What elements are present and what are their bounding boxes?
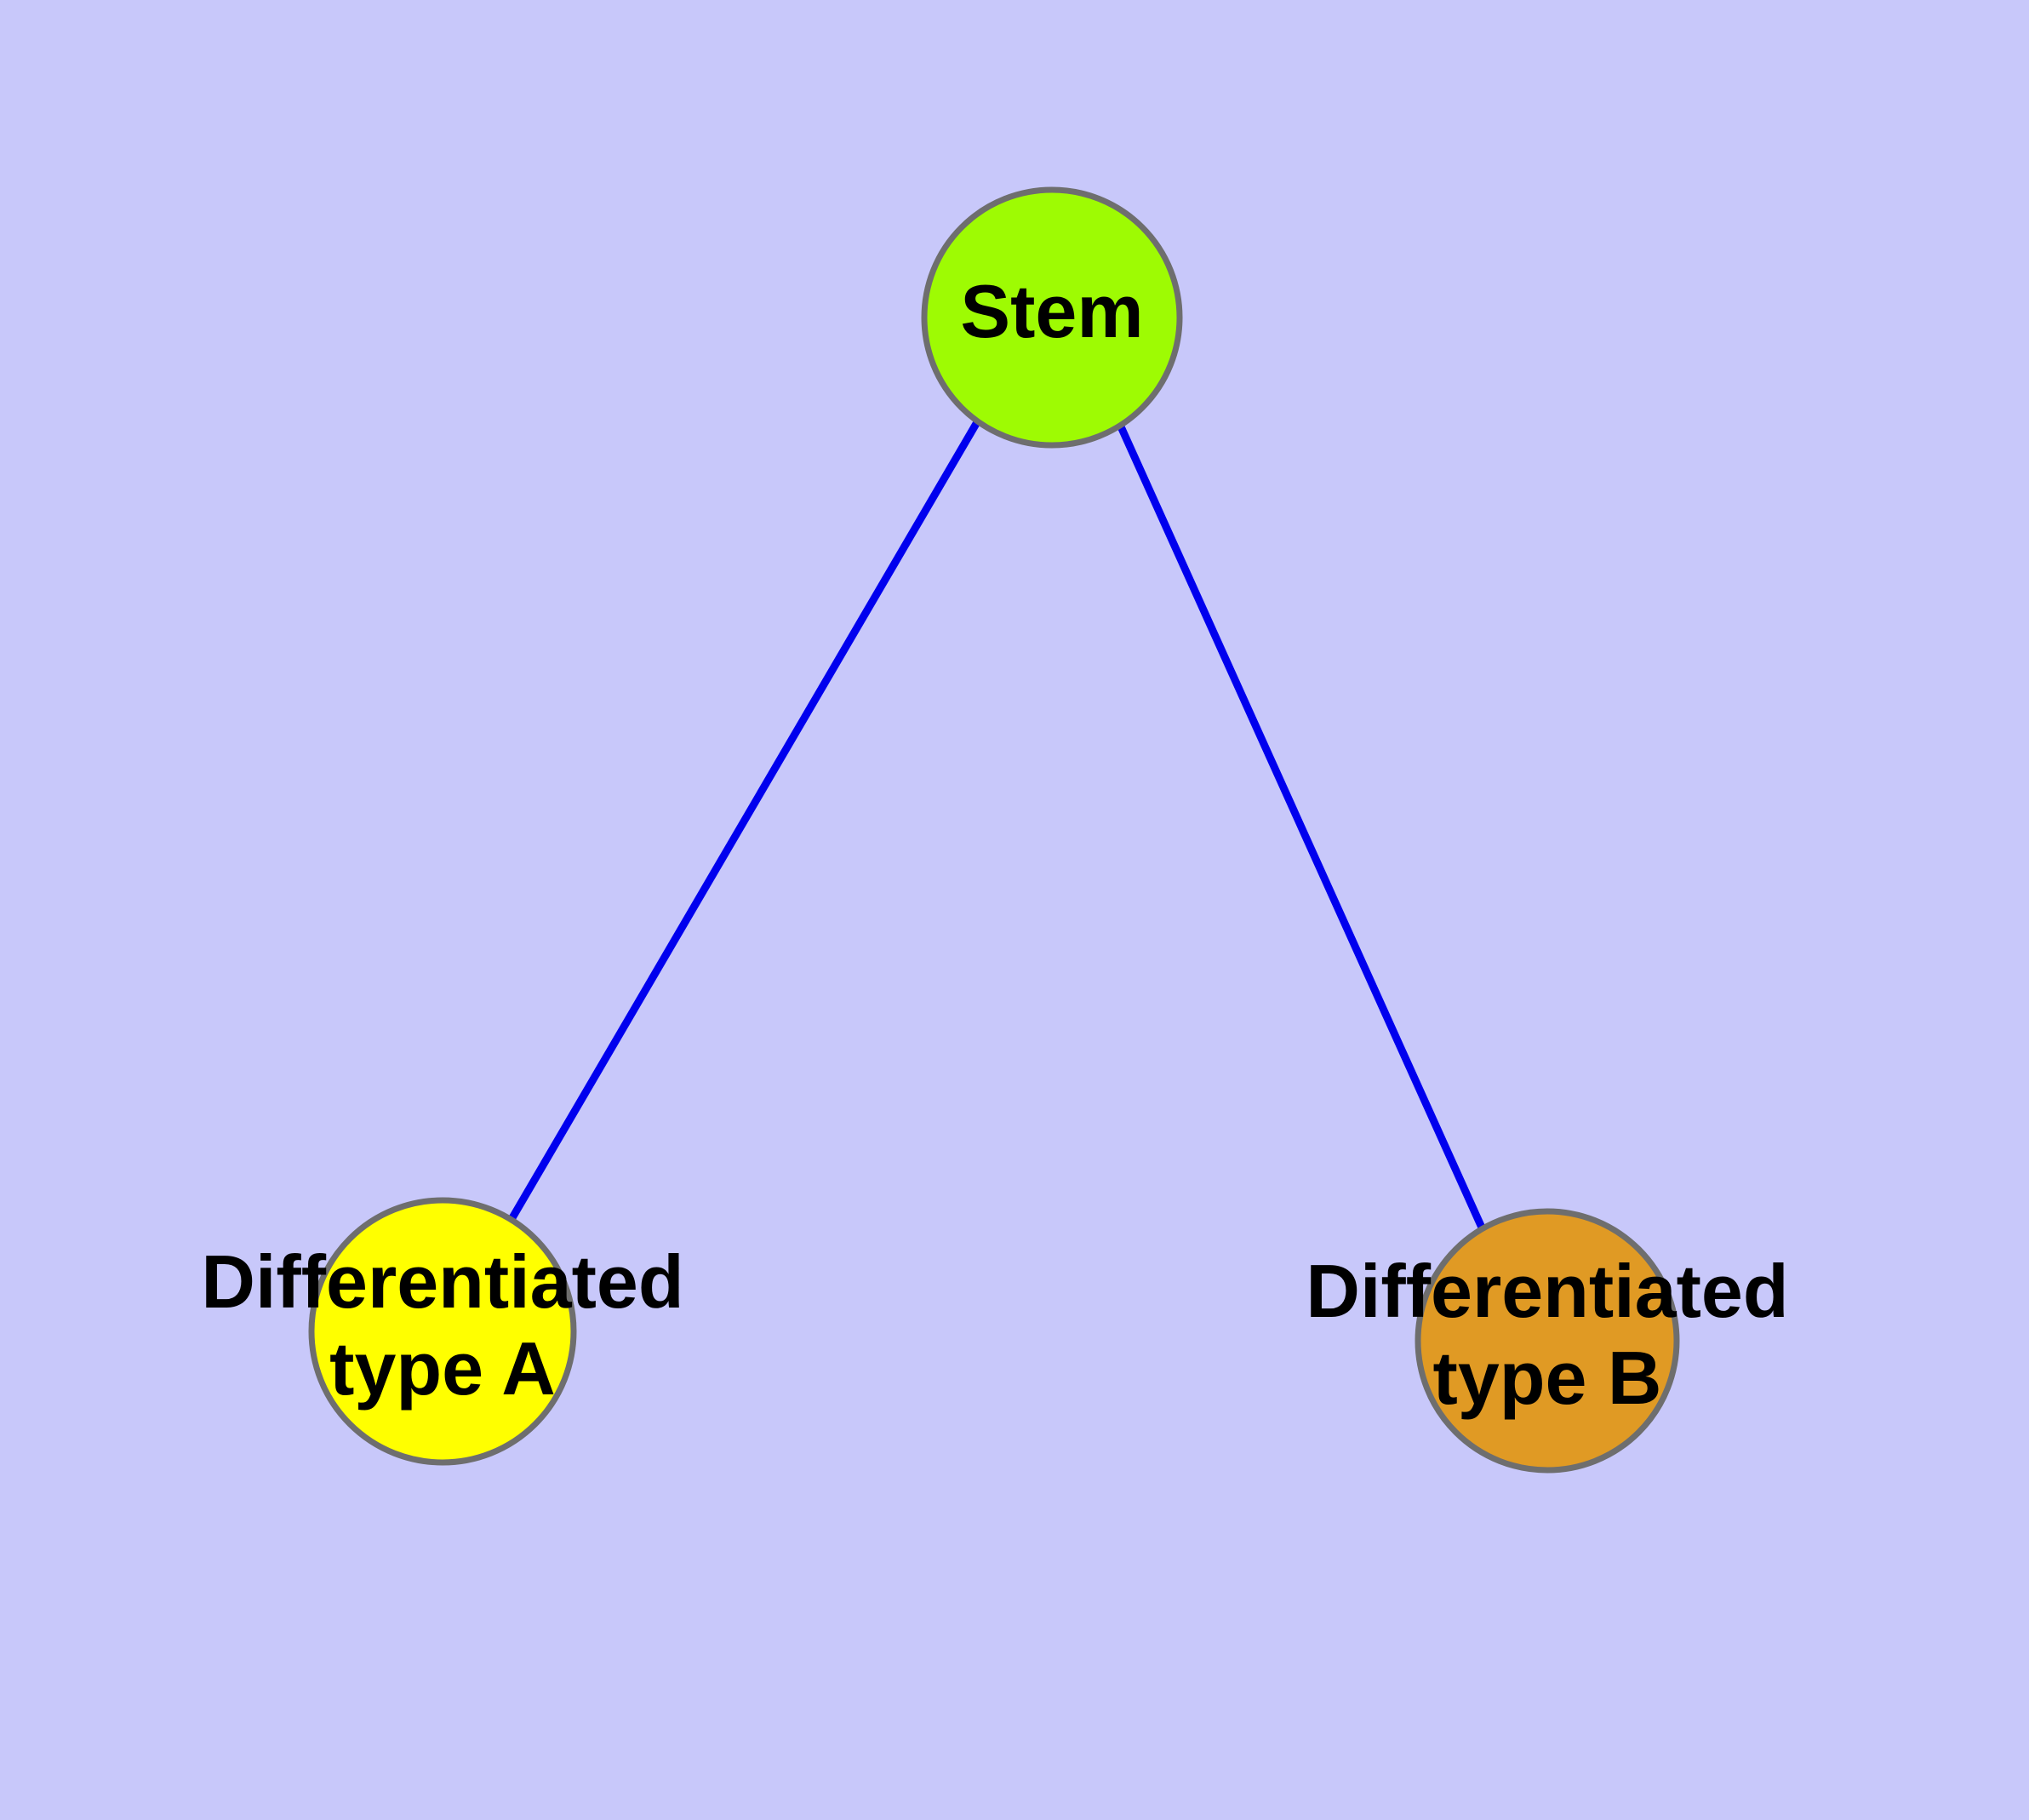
node-differentiated-type-a[interactable]	[308, 1197, 577, 1466]
label-line: Differentiated	[1306, 1249, 1788, 1333]
edges-layer	[507, 420, 1486, 1229]
label-line: Stem	[960, 269, 1143, 353]
label-line: Differentiated	[201, 1239, 683, 1324]
edge-stem-to-differentiated-type-a[interactable]	[507, 420, 980, 1223]
label-line: type B	[1433, 1336, 1662, 1420]
node-differentiated-type-b[interactable]	[1415, 1208, 1680, 1474]
edge-stem-to-differentiated-type-b[interactable]	[1116, 423, 1486, 1229]
nodes-layer	[308, 186, 1680, 1474]
node-label-stem: Stem	[960, 269, 1143, 353]
node-stem[interactable]	[921, 186, 1183, 449]
label-line: type A	[329, 1326, 556, 1411]
